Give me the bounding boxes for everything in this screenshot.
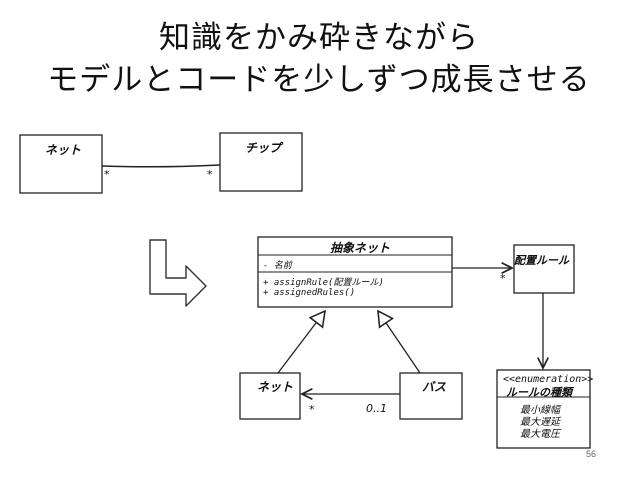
- class-box-placement-rule: [513, 244, 575, 294]
- class-box-chip-before: [219, 132, 303, 192]
- attribute-name: - 名前: [263, 261, 292, 271]
- transform-arrow-icon: [149, 239, 207, 307]
- enum-value-min-width: 最小線幅: [520, 405, 560, 416]
- enum-value-max-delay: 最大遅延: [520, 417, 560, 428]
- class-name-bus: バス: [422, 380, 447, 394]
- multiplicity-placement-rule: *: [500, 272, 506, 285]
- multiplicity-net-side: *: [309, 403, 315, 416]
- class-box-net-after: [239, 372, 301, 420]
- class-box-enum-rule-kind: [496, 369, 591, 449]
- association-line-before: [101, 164, 221, 168]
- class-name-net-before: ネット: [45, 143, 82, 157]
- operation-assigned-rules: + assignedRules(): [263, 288, 356, 298]
- enum-name: ルールの種類: [506, 386, 572, 399]
- multiplicity-bus-side: 0..1: [366, 402, 387, 415]
- class-name-net-after: ネット: [257, 380, 294, 394]
- enum-value-max-voltage: 最大電圧: [520, 429, 560, 440]
- generalization-bus: [378, 311, 421, 374]
- class-name-chip-before: チップ: [245, 141, 282, 155]
- multiplicity-chip-before: *: [207, 168, 213, 181]
- slide-title-line-1: 知識をかみ砕きながら: [159, 20, 479, 56]
- multiplicity-net-before: *: [104, 168, 110, 181]
- class-name-placement-rule: 配置ルール: [514, 254, 569, 267]
- enum-stereotype: <<enumeration>>: [503, 374, 594, 385]
- operation-assign-rule: + assignRule(配置ルール): [263, 278, 384, 288]
- generalization-net: [277, 311, 325, 374]
- class-box-net-before: [19, 134, 103, 194]
- slide-title-line-2: モデルとコードを少しずつ成長させる: [47, 62, 591, 98]
- class-name-abstract-net: 抽象ネット: [330, 241, 391, 255]
- class-box-bus: [399, 372, 463, 420]
- page-number: 56: [585, 449, 596, 459]
